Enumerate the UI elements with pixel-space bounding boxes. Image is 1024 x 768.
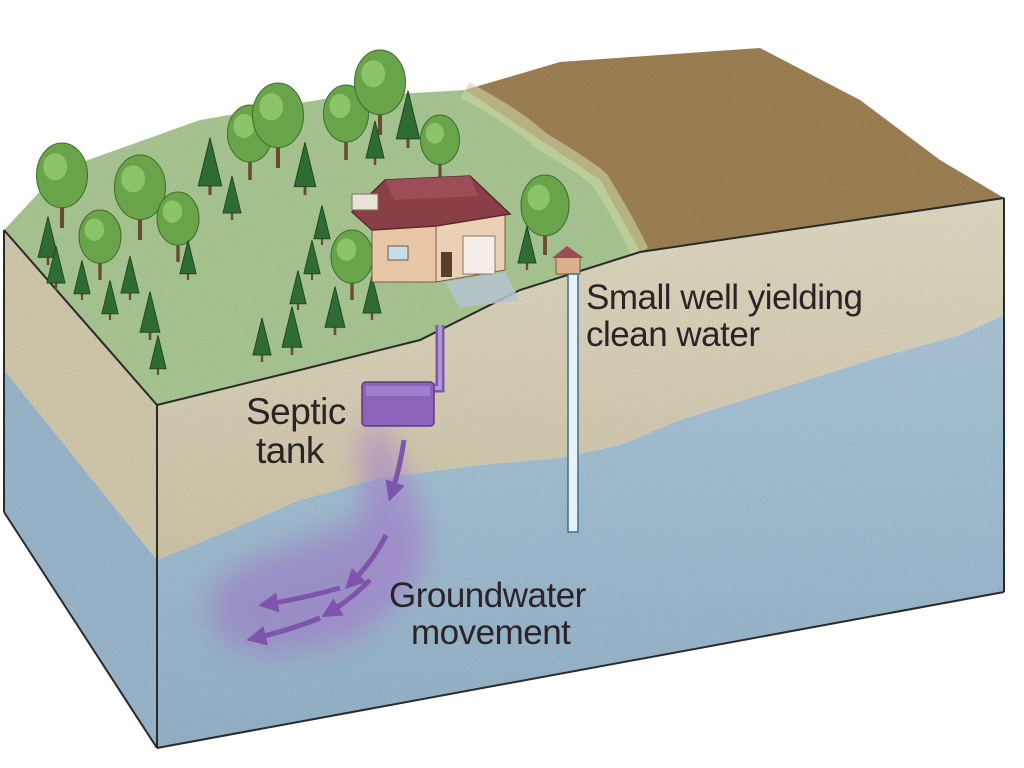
groundwater-label-line2: movement xyxy=(411,612,571,652)
well-pipe xyxy=(567,273,579,533)
left-aquifer xyxy=(4,370,157,748)
flow-arrow-2 xyxy=(344,533,389,590)
tree xyxy=(313,205,331,245)
left-sand xyxy=(4,230,157,560)
tree xyxy=(281,306,303,355)
front-aquifer xyxy=(157,315,1004,748)
tree xyxy=(197,137,223,195)
tree xyxy=(303,240,321,280)
tree xyxy=(324,286,346,335)
tree xyxy=(156,191,200,262)
house xyxy=(350,175,520,308)
septic-tank-label: Septic tank xyxy=(246,391,346,471)
tree xyxy=(520,174,570,255)
septic-label-line1: Septic xyxy=(246,391,346,432)
tree xyxy=(139,291,161,340)
field-edge-blend xyxy=(460,82,649,256)
tree xyxy=(149,335,167,375)
tree xyxy=(73,260,91,300)
groundwater-label: Groundwater movement xyxy=(389,576,586,652)
tree xyxy=(517,225,537,270)
tree xyxy=(252,317,272,362)
tree xyxy=(395,90,421,148)
tree xyxy=(37,216,59,265)
roof-vent xyxy=(351,193,379,211)
green-forest-floor xyxy=(4,90,640,405)
tree xyxy=(101,280,119,320)
tree xyxy=(293,142,317,195)
brown-field xyxy=(465,48,1004,252)
tree xyxy=(114,154,166,240)
roof-ridge-front xyxy=(385,176,478,200)
trees xyxy=(36,49,570,375)
tree xyxy=(46,245,66,290)
septic-label-line2: tank xyxy=(256,429,324,471)
tree xyxy=(120,255,140,300)
tree xyxy=(365,120,385,165)
garage-door xyxy=(462,235,496,275)
tree xyxy=(222,175,242,220)
house-door xyxy=(441,252,452,277)
flow-arrow-3 xyxy=(321,578,372,618)
tree xyxy=(323,84,369,160)
block-outline xyxy=(3,197,1005,749)
flow-arrows xyxy=(246,439,407,646)
tree xyxy=(252,82,304,168)
block-left-face xyxy=(4,230,157,748)
tree xyxy=(354,49,406,135)
well-label-line2: clean water xyxy=(586,314,760,354)
flow-arrow-4 xyxy=(258,585,341,613)
flow-arrow-1 xyxy=(385,439,407,502)
well-label: Small well yielding clean water xyxy=(586,278,863,354)
tree xyxy=(78,209,122,280)
tree xyxy=(289,270,307,310)
flow-arrow-5 xyxy=(246,615,321,646)
tree xyxy=(362,275,382,320)
tree xyxy=(179,240,197,280)
house-window xyxy=(387,245,409,261)
tree xyxy=(420,114,460,180)
block-top-face xyxy=(4,48,1004,405)
septic-system xyxy=(361,325,445,427)
driveway xyxy=(445,272,520,308)
groundwater-label-line1: Groundwater xyxy=(389,576,586,615)
tree xyxy=(36,142,88,228)
well-label-line1: Small well yielding xyxy=(586,278,863,317)
